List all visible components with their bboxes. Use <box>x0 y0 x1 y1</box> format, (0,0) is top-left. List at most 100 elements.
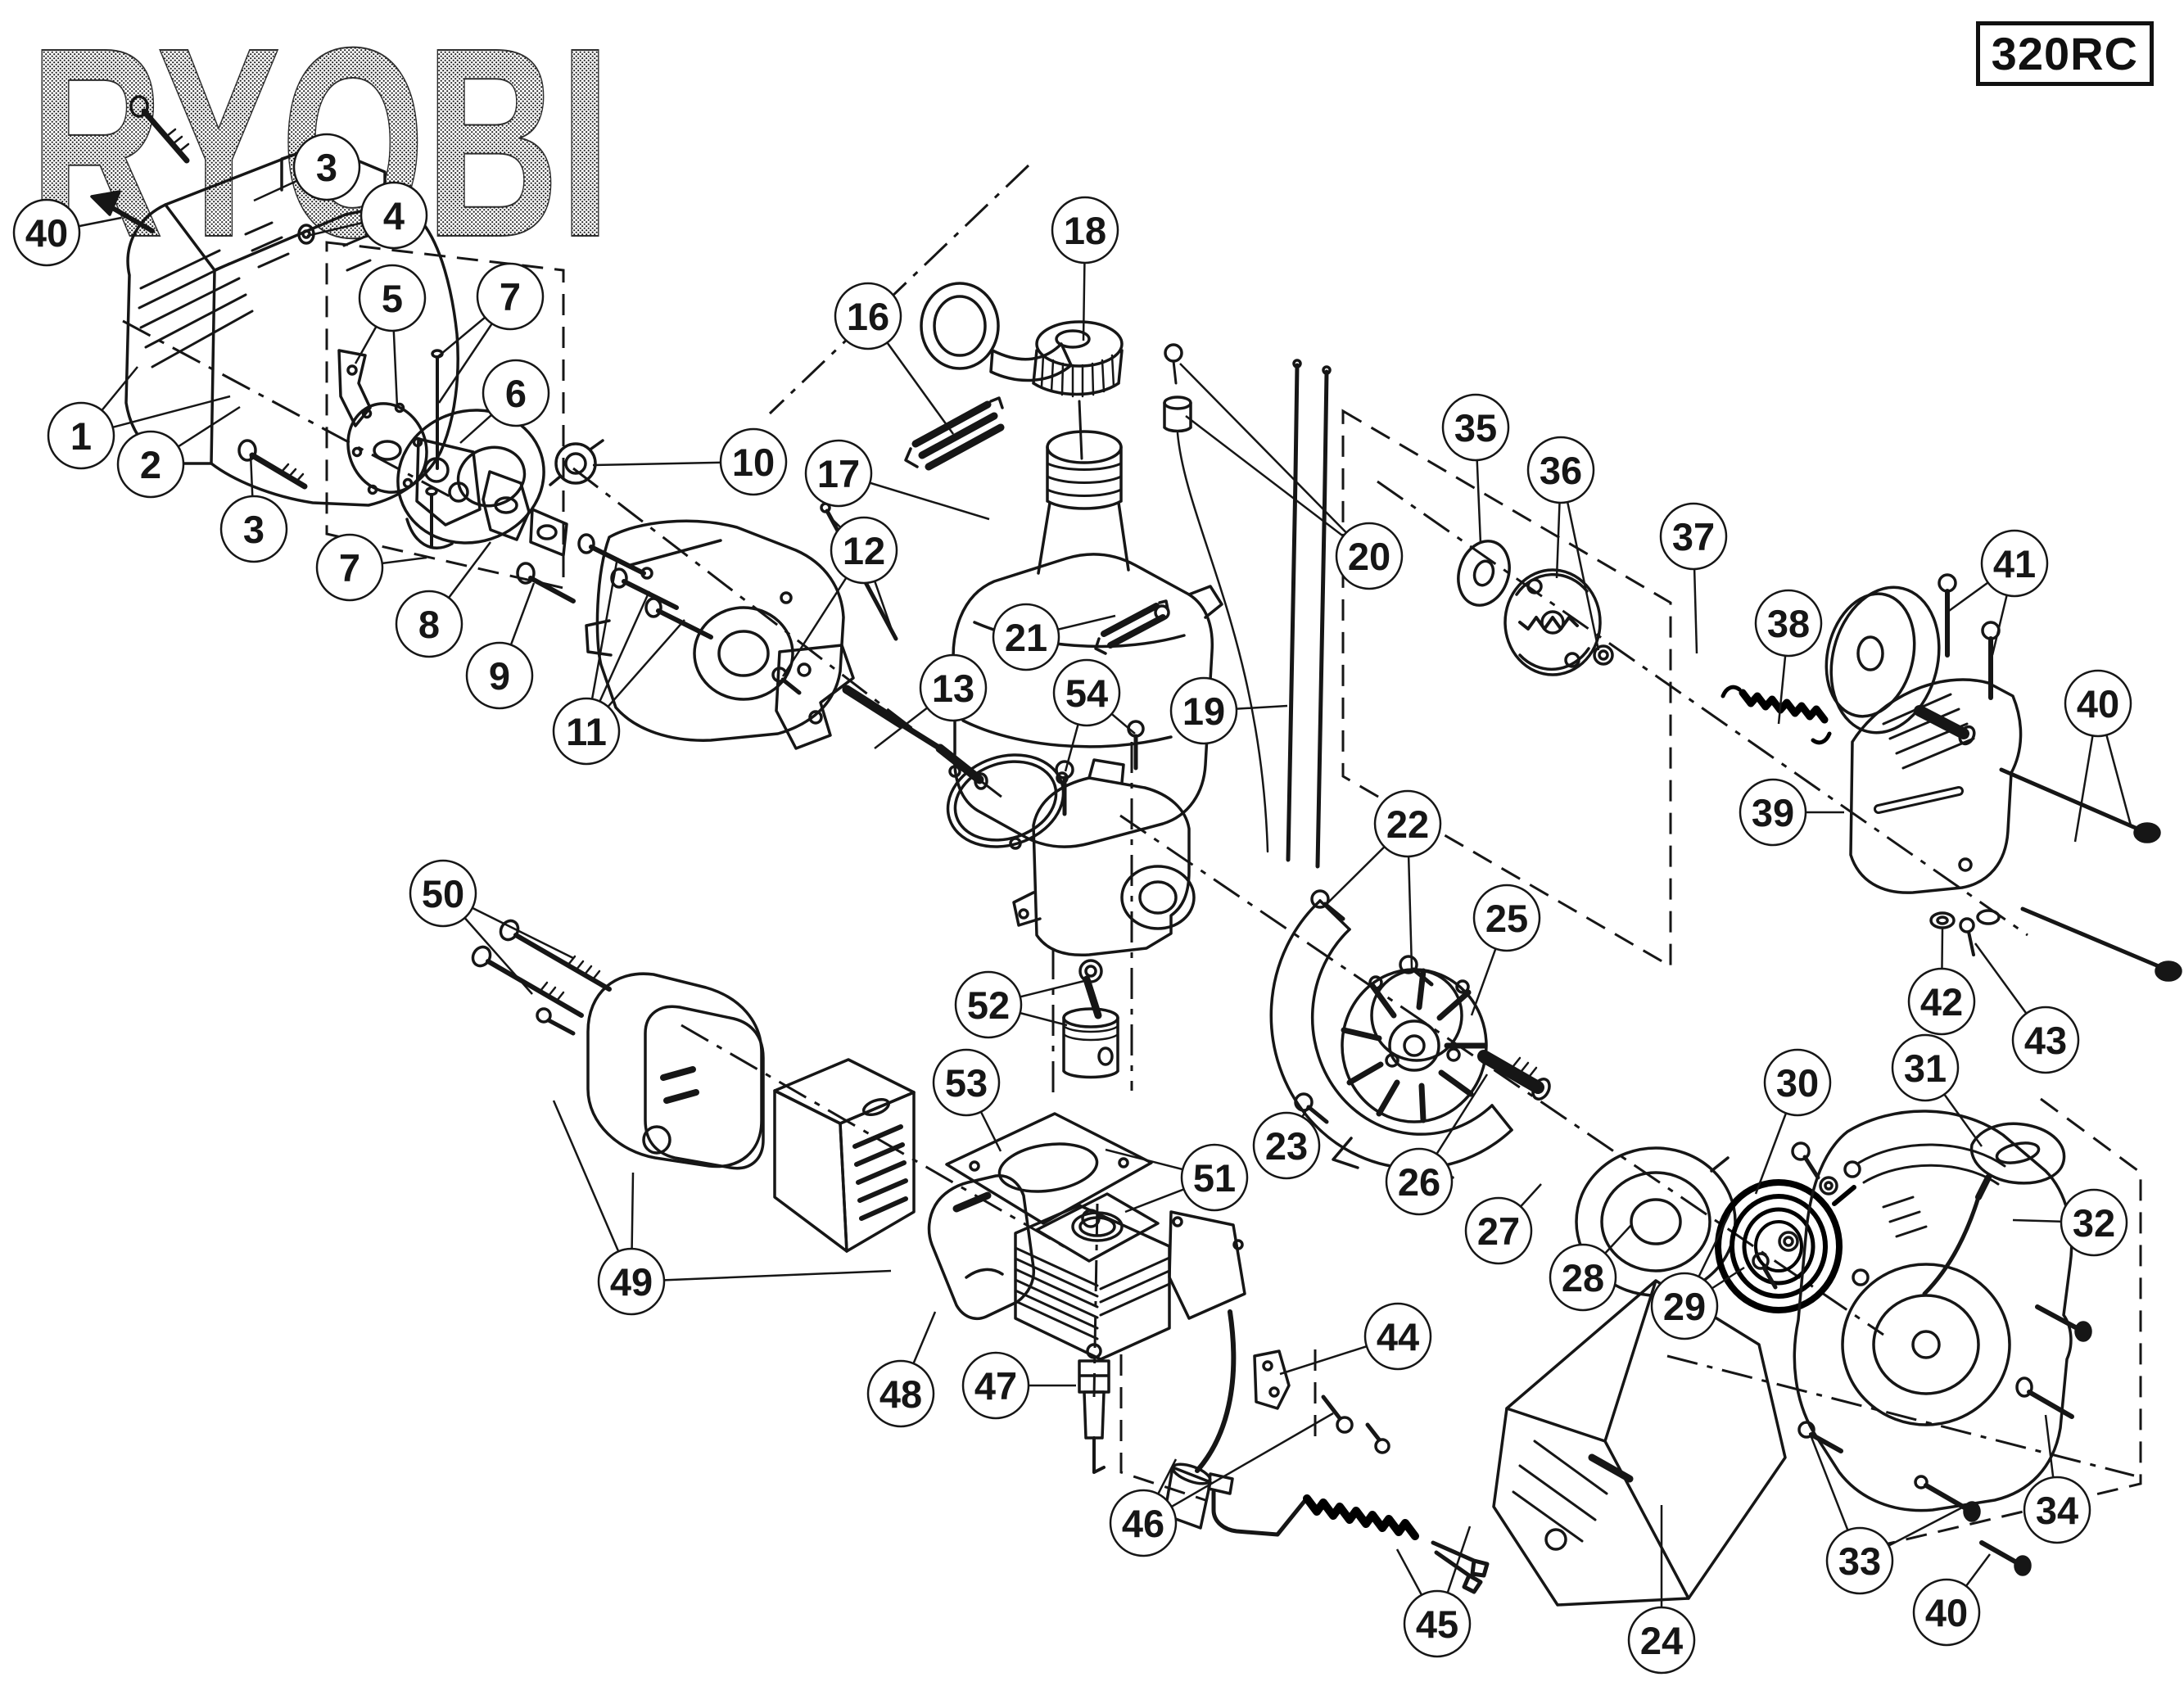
callout-number: 11 <box>566 710 607 753</box>
piston-top <box>1062 1007 1119 1028</box>
drum-outer <box>1829 585 1941 735</box>
callout-54: 54 <box>1052 658 1121 727</box>
callout-circle <box>1825 1526 1894 1595</box>
callout-number: 31 <box>1904 1046 1947 1090</box>
callout-number: 53 <box>945 1061 988 1105</box>
callout-number: 10 <box>732 441 775 484</box>
screw-20-head <box>1164 343 1183 363</box>
callout-48: 48 <box>866 1359 935 1428</box>
bolt-head <box>577 533 595 554</box>
axis-tank <box>768 164 1030 415</box>
rope-guide <box>1852 1268 1870 1286</box>
callout-2: 2 <box>116 430 185 499</box>
plate-outline <box>927 1174 1036 1321</box>
leader-line-20 <box>1179 363 1370 557</box>
callout-circle <box>866 1359 935 1428</box>
filler-neck <box>1046 445 1123 510</box>
starter-rope <box>1922 1195 1981 1296</box>
cylinder-outline <box>1014 1204 1171 1361</box>
callout-21: 21 <box>992 603 1060 671</box>
bolt-head <box>129 95 149 118</box>
bolt-head <box>237 439 257 462</box>
plug-insulator <box>1083 1390 1106 1440</box>
plate-hole <box>394 402 405 414</box>
grip-stem <box>1975 1174 1992 1200</box>
housing-hatch <box>138 249 254 368</box>
spring-coil <box>1754 1220 1803 1272</box>
coil-screw-head <box>1336 1416 1354 1434</box>
screw-22-shaft <box>1323 902 1345 921</box>
callout-circle <box>961 1351 1030 1420</box>
callout-circle <box>1464 1196 1533 1265</box>
disc-inner <box>456 445 527 508</box>
callout-circle <box>1472 884 1541 952</box>
callout-7: 7 <box>476 262 545 331</box>
callout-27: 27 <box>1464 1196 1533 1265</box>
metering-bracket-5 <box>337 349 372 427</box>
crank-boss <box>693 606 794 701</box>
shaft-thin <box>898 721 943 752</box>
part-grip-bracket-21 <box>1094 599 1169 655</box>
screw-12-shaft <box>780 677 802 695</box>
callout-circle <box>465 641 534 710</box>
callout-circle <box>1739 778 1807 847</box>
callout-number: 29 <box>1663 1285 1706 1328</box>
callout-8: 8 <box>395 590 463 658</box>
shield-slot <box>1588 1453 1634 1483</box>
part-crankcase-half <box>585 519 845 742</box>
fan-blades <box>1341 968 1488 1123</box>
callout-33: 33 <box>1825 1526 1894 1595</box>
part-bottom-screws <box>1797 1304 2092 1576</box>
callout-circle <box>1763 1048 1832 1117</box>
callout-6: 6 <box>482 359 550 427</box>
callout-3: 3 <box>219 495 288 563</box>
screw-40-shaft <box>1999 767 2140 831</box>
callout-circle <box>1907 967 1976 1036</box>
callout-number: 43 <box>2024 1019 2067 1062</box>
part-fuel-cap <box>920 282 1124 460</box>
callout-number: 6 <box>505 372 527 415</box>
spring-coil <box>1715 1179 1843 1313</box>
callout-circle <box>395 590 463 658</box>
callout-number: 32 <box>2073 1201 2115 1245</box>
cap-knurls <box>1040 354 1115 398</box>
callout-7: 7 <box>315 533 384 602</box>
phantom-box-clutch <box>1341 409 1672 969</box>
callout-circle <box>1659 502 1728 571</box>
bolt-shaft <box>513 933 612 992</box>
drum-shaft <box>1914 705 1969 739</box>
kill-screw-head <box>1374 1438 1390 1454</box>
callout-circle <box>1912 1578 1981 1647</box>
part-cover-screws <box>1929 573 2182 982</box>
callout-22: 22 <box>1373 789 1442 858</box>
part-carburetor-stack <box>337 349 568 557</box>
callout-number: 36 <box>1540 449 1582 492</box>
callout-number: 16 <box>847 295 889 338</box>
callout-number: 44 <box>1377 1315 1419 1358</box>
callout-37: 37 <box>1659 502 1728 571</box>
axis-flywheel-starter <box>1119 814 1884 1336</box>
callout-number: 13 <box>932 667 974 710</box>
flywheel-bore <box>1403 1034 1426 1057</box>
callout-number: 50 <box>422 872 464 915</box>
cap-port <box>1055 329 1091 349</box>
callout-34: 34 <box>2023 1476 2091 1544</box>
callout-number: 12 <box>843 529 885 572</box>
bolt-shaft <box>1802 1155 1820 1180</box>
washer-42-hole <box>1936 915 1949 925</box>
part-muffler <box>773 1058 916 1253</box>
callout-46: 46 <box>1109 1489 1178 1557</box>
callout-circle <box>1754 589 1823 658</box>
cap-top <box>1035 320 1124 368</box>
callout-circle <box>552 697 621 766</box>
screw-34-head <box>2015 1376 2033 1398</box>
part-clutch-36 <box>1503 568 1614 676</box>
callout-5: 5 <box>358 264 427 332</box>
callout-number: 7 <box>500 275 521 319</box>
callout-circle <box>2060 1188 2128 1257</box>
callout-11: 11 <box>552 697 621 766</box>
callout-36: 36 <box>1526 436 1595 504</box>
callout-18: 18 <box>1051 196 1119 264</box>
callout-number: 34 <box>2036 1489 2078 1532</box>
